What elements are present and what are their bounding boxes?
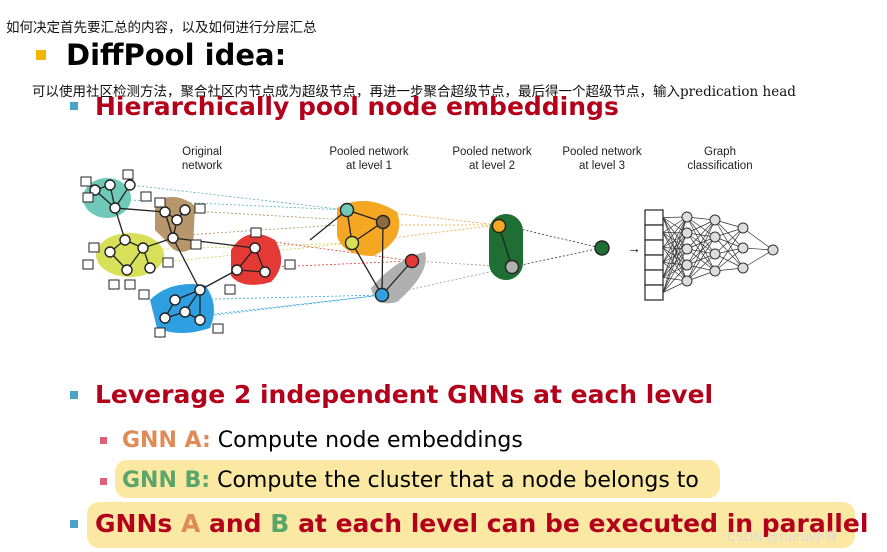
bullet-parallel: GNNs A and B at each level can be execut… <box>95 509 868 538</box>
parallel-a: A <box>180 509 201 538</box>
mlp-edge <box>686 216 716 238</box>
mlp-edge <box>686 253 716 282</box>
parallel-text-2: at each level can be executed in paralle… <box>289 509 869 538</box>
bullet-1-marker <box>70 102 78 110</box>
label-original-2: network <box>182 160 223 172</box>
mlp-edge <box>662 216 688 278</box>
label-level3-1: Pooled network <box>562 146 642 158</box>
parallel-text-1: GNNs <box>95 509 181 538</box>
highlight-gnn-b <box>115 460 720 498</box>
gnn-b-label: GNN B: <box>122 468 211 493</box>
mlp-edge <box>686 219 716 282</box>
label-graph-1: Graph <box>704 146 736 158</box>
mlp-node <box>681 211 693 223</box>
mlp-edge <box>686 232 716 255</box>
note-mid: 可以使用社区检测方法，聚合社区内节点成为超级节点，再进一步聚合超级节点，最后得一… <box>32 84 796 100</box>
mlp-edge <box>662 264 688 293</box>
mlp-edge <box>714 219 744 249</box>
gnn-b-text: Compute the cluster that a node belongs … <box>210 468 699 493</box>
sub-bullet-b-marker <box>100 478 107 485</box>
label-level2-1: Pooled network <box>452 146 532 158</box>
label-original-1: Original <box>182 146 222 158</box>
mlp-node <box>681 227 693 239</box>
sub-bullet-gnn-b: GNN B: Compute the cluster that a node b… <box>122 468 699 493</box>
mlp-edge <box>714 227 744 272</box>
parallel-and: and <box>200 509 271 538</box>
mlp-edge <box>662 232 688 293</box>
bullet-3-marker <box>70 520 78 528</box>
mlp-node <box>737 262 749 274</box>
mlp-edge <box>686 236 716 282</box>
mlp-node <box>681 275 693 287</box>
label-level2-2: at level 2 <box>469 160 515 172</box>
mlp-edge <box>662 216 688 263</box>
mlp-edge <box>742 249 774 269</box>
label-level1-2: at level 1 <box>346 160 392 172</box>
cluster-red <box>231 233 282 285</box>
parallel-b: B <box>270 509 290 538</box>
title-bullet <box>36 50 46 60</box>
mlp-edge <box>686 216 716 272</box>
diffpool-diagram: Original network Pooled network at level… <box>80 146 779 338</box>
mlp-node <box>767 244 779 256</box>
mlp-node <box>709 231 721 243</box>
mlp-node <box>681 259 693 271</box>
note-top: 如何决定首先要汇总的内容，以及如何进行分层汇总 <box>6 20 317 36</box>
highlight-parallel <box>87 502 855 548</box>
label-level3-2: at level 3 <box>579 160 625 172</box>
mlp-edge <box>714 219 744 269</box>
sub-bullet-a-marker <box>100 437 107 444</box>
gnn-a-label: GNN A: <box>122 428 211 453</box>
mlp-edge <box>686 248 716 272</box>
gnn-a-text: Compute node embeddings <box>210 428 523 453</box>
mlp-edge <box>686 219 716 266</box>
mlp-edge <box>742 227 774 251</box>
mlp-node <box>709 214 721 226</box>
bullet-hierarchically-pool: Hierarchically pool node embeddings <box>95 92 619 121</box>
mlp-edge <box>714 236 744 269</box>
label-level1-1: Pooled network <box>329 146 409 158</box>
mlp-node <box>709 248 721 260</box>
mlp-edge <box>662 217 688 266</box>
bullet-leverage-gnns: Leverage 2 independent GNNs at each leve… <box>95 380 714 409</box>
mlp-edge <box>662 216 688 248</box>
mlp-node <box>737 222 749 234</box>
mlp-node <box>737 242 749 254</box>
label-graph-2: classification <box>687 160 752 172</box>
mlp-edge <box>686 216 716 255</box>
page-title: DiffPool idea: <box>66 38 287 72</box>
mlp-edge <box>662 232 688 266</box>
mlp-node <box>681 243 693 255</box>
mlp-edge <box>662 232 688 282</box>
mlp-edge <box>662 248 688 293</box>
bullet-2-marker <box>70 391 78 399</box>
mlp-edge <box>686 232 716 272</box>
mlp-node <box>709 265 721 277</box>
watermark: CSDN @ruirui小啊 <box>727 529 838 544</box>
mlp-edge <box>662 247 688 282</box>
arrow-icon: → <box>627 240 641 256</box>
mlp-edge <box>686 219 716 250</box>
sub-bullet-gnn-a: GNN A: Compute node embeddings <box>122 428 523 453</box>
mlp-edge <box>714 227 744 255</box>
mlp-edge <box>714 247 744 272</box>
